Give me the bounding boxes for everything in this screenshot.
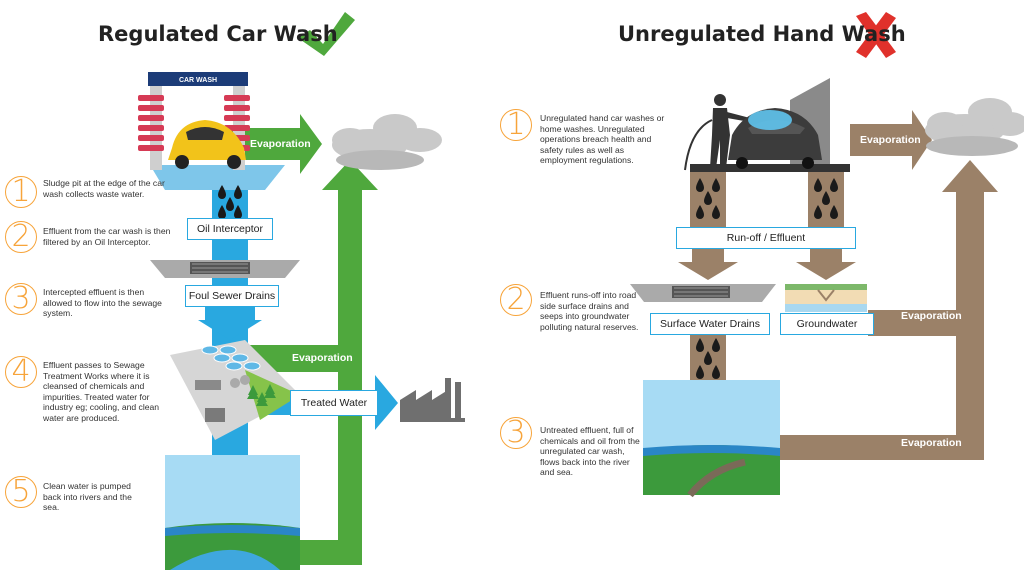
- step-number-right-3: 3: [500, 417, 532, 449]
- sewage-treatment-works: [170, 340, 300, 440]
- cloud-left: [332, 114, 442, 170]
- step-number-left-3: 3: [5, 283, 37, 315]
- car-dark: [728, 108, 822, 169]
- step-text-left-2: Effluent from the car wash is then filte…: [43, 226, 171, 247]
- label-oil-interceptor: Oil Interceptor: [187, 218, 273, 240]
- surface-drain-grate: [630, 284, 776, 302]
- label-foul-sewer-drains: Foul Sewer Drains: [185, 285, 279, 307]
- step-number-left-2: 2: [5, 221, 37, 253]
- evaporation-label-right-mid: Evaporation: [901, 310, 962, 322]
- evaporation-label-left-mid: Evaporation: [292, 352, 353, 364]
- droplets-right: [696, 178, 838, 379]
- factory-icon: [400, 378, 465, 422]
- label-runoff-effluent: Run-off / Effluent: [676, 227, 856, 249]
- step-text-left-1: Sludge pit at the edge of the car wash c…: [43, 178, 165, 199]
- label-surface-water-drains: Surface Water Drains: [650, 313, 770, 335]
- cloud-right: [925, 98, 1024, 156]
- step-number-right-1: 1: [500, 109, 532, 141]
- step-text-right-1: Unregulated hand car washes or home wash…: [540, 113, 665, 166]
- evaporation-arrow-top-right: [850, 110, 932, 170]
- river-scene-right: [643, 380, 780, 498]
- step-number-left-1: 1: [5, 176, 37, 208]
- step-text-right-3: Untreated effluent, full of chemicals an…: [540, 425, 640, 478]
- label-groundwater: Groundwater: [780, 313, 874, 335]
- river-scene-left: [165, 455, 300, 570]
- evaporation-label-left-top: Evaporation: [250, 138, 311, 150]
- groundwater-layers: [785, 284, 867, 312]
- oil-interceptor-grate: [150, 260, 300, 278]
- step-text-left-4: Effluent passes to Sewage Treatment Work…: [43, 360, 160, 423]
- cross-icon: [856, 12, 896, 58]
- step-number-left-5: 5: [5, 476, 37, 508]
- title-unregulated: Unregulated Hand Wash: [618, 22, 906, 46]
- car-wash-sign: CAR WASH: [179, 77, 217, 84]
- person-washing-car: [684, 94, 750, 171]
- car-wash-machine: CAR WASH: [138, 72, 285, 190]
- evaporation-label-right-top: Evaporation: [860, 134, 921, 146]
- check-icon: [298, 12, 355, 56]
- step-text-right-2: Effluent runs-off into road side surface…: [540, 290, 639, 332]
- step-number-left-4: 4: [5, 356, 37, 388]
- title-regulated: Regulated Car Wash: [98, 22, 338, 46]
- evaporation-label-right-bottom: Evaporation: [901, 437, 962, 449]
- label-treated-water: Treated Water: [290, 390, 378, 416]
- evaporation-return-arrow-right: [780, 160, 998, 460]
- step-number-right-2: 2: [500, 284, 532, 316]
- step-text-left-5: Clean water is pumped back into rivers a…: [43, 481, 132, 513]
- step-text-left-3: Intercepted effluent is then allowed to …: [43, 287, 162, 319]
